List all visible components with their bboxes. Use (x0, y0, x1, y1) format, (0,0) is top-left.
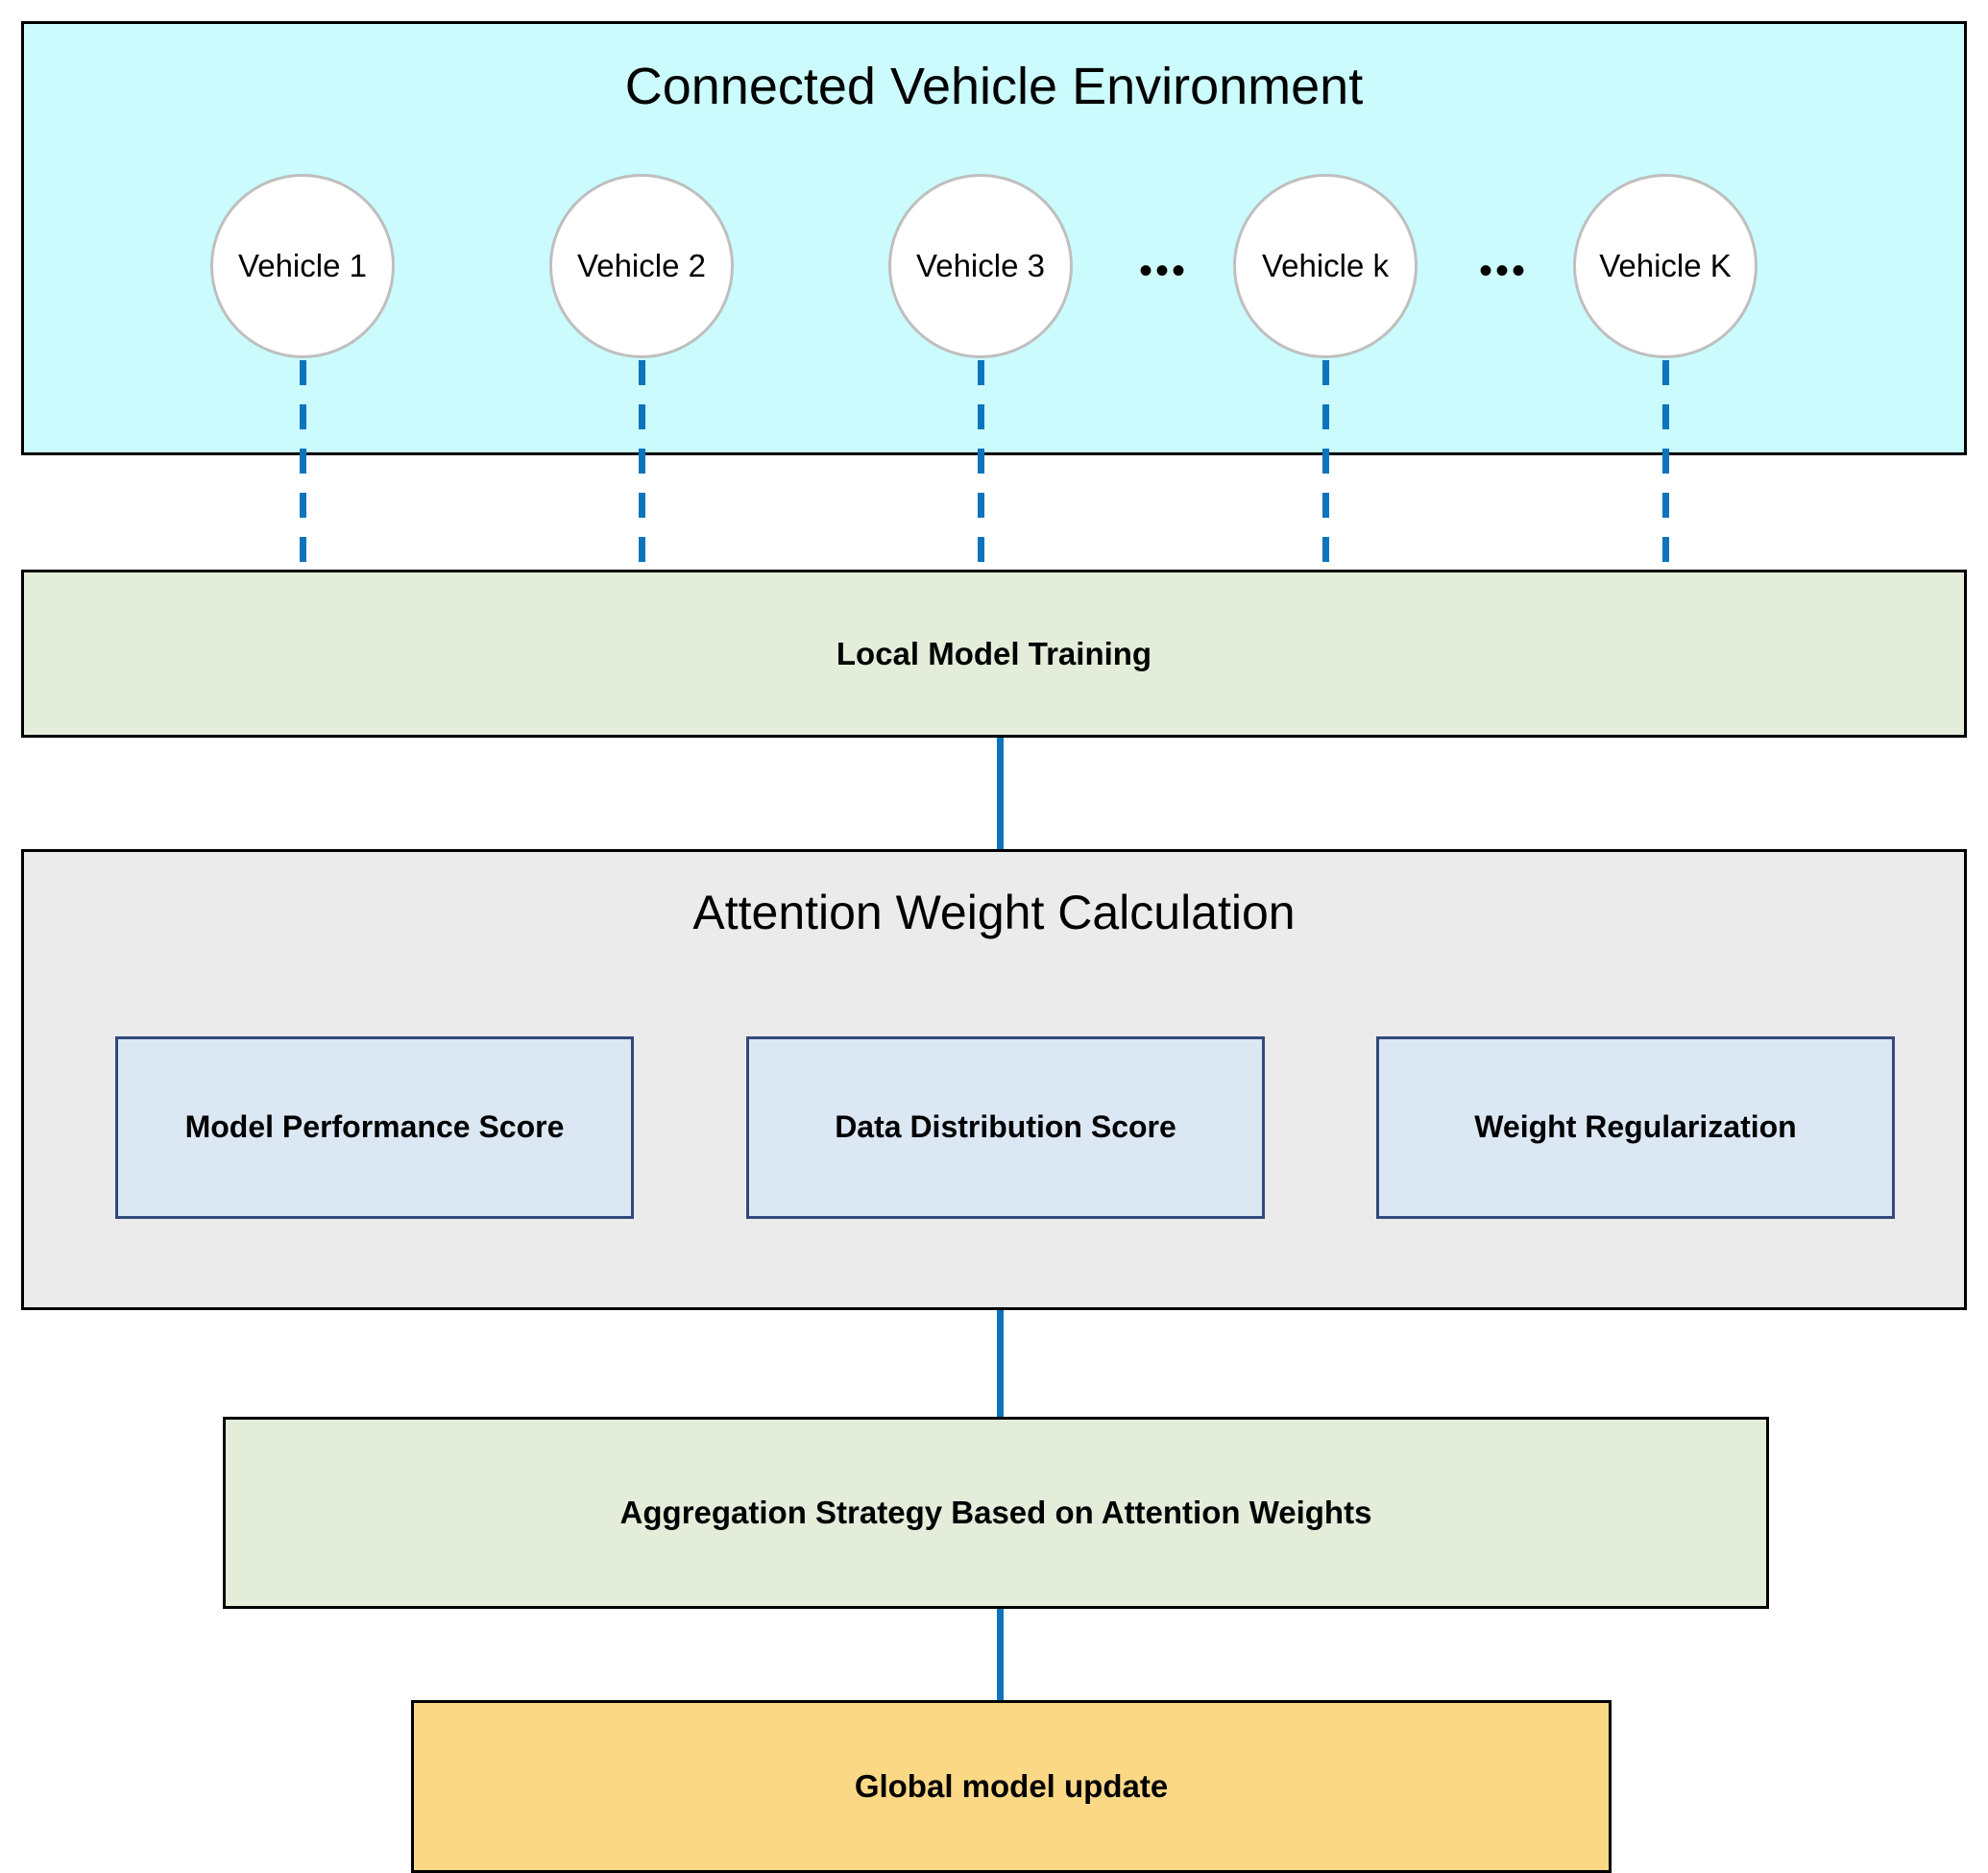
vehicle-node-k-upper[interactable]: Vehicle K (1573, 174, 1758, 358)
ellipsis-1: ••• (1139, 250, 1189, 292)
data-distribution-score-label: Data Distribution Score (835, 1109, 1176, 1145)
model-performance-score-box[interactable]: Model Performance Score (115, 1036, 634, 1219)
connector-vehicle-k-lower-to-training (1322, 360, 1329, 572)
vehicle-node-2-label: Vehicle 2 (577, 248, 706, 283)
connector-vehicle-2-to-training (639, 360, 645, 572)
aggregation-strategy-box[interactable]: Aggregation Strategy Based on Attention … (223, 1417, 1769, 1609)
data-distribution-score-box[interactable]: Data Distribution Score (746, 1036, 1265, 1219)
ellipsis-2: ••• (1479, 250, 1529, 292)
model-performance-score-label: Model Performance Score (184, 1109, 565, 1145)
connector-training-to-attention (997, 738, 1004, 849)
vehicle-node-1-label: Vehicle 1 (238, 248, 367, 283)
vehicle-node-k-upper-label: Vehicle K (1599, 248, 1732, 283)
vehicle-node-2[interactable]: Vehicle 2 (549, 174, 734, 358)
vehicle-node-1[interactable]: Vehicle 1 (210, 174, 395, 358)
vehicle-node-3-label: Vehicle 3 (916, 248, 1045, 283)
connector-vehicle-k-upper-to-training (1662, 360, 1669, 572)
weight-regularization-label: Weight Regularization (1474, 1109, 1797, 1145)
connector-attention-to-aggregation (997, 1310, 1004, 1417)
weight-regularization-box[interactable]: Weight Regularization (1376, 1036, 1895, 1219)
attention-weight-calculation-box[interactable]: Attention Weight Calculation Model Perfo… (21, 849, 1967, 1310)
connector-aggregation-to-global-update (997, 1609, 1004, 1700)
aggregation-strategy-label: Aggregation Strategy Based on Attention … (619, 1495, 1372, 1530)
vehicle-node-k-lower-label: Vehicle k (1261, 248, 1390, 283)
connector-vehicle-1-to-training (300, 360, 306, 572)
global-model-update-label: Global model update (854, 1768, 1169, 1804)
vehicle-node-3[interactable]: Vehicle 3 (888, 174, 1073, 358)
vehicle-node-k-lower[interactable]: Vehicle k (1233, 174, 1418, 358)
connected-vehicle-environment-title: Connected Vehicle Environment (624, 58, 1364, 115)
local-model-training-label: Local Model Training (836, 635, 1152, 671)
global-model-update-box[interactable]: Global model update (411, 1700, 1612, 1873)
connector-vehicle-3-to-training (978, 360, 984, 572)
attention-weight-calculation-title: Attention Weight Calculation (692, 886, 1296, 939)
local-model-training-box[interactable]: Local Model Training (21, 570, 1967, 738)
